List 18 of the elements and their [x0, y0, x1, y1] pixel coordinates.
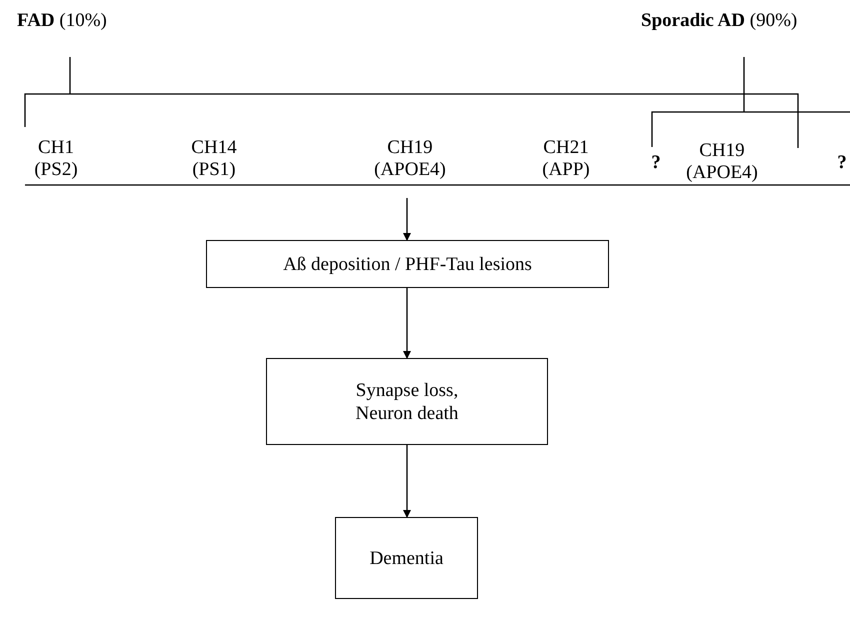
gene-label: CH1 (PS2)	[34, 137, 78, 181]
gene-label: CH14 (PS1)	[191, 137, 237, 181]
unknown-mark: ?	[651, 152, 661, 174]
arrow	[403, 445, 411, 518]
group-heading: FAD (10%)	[17, 10, 107, 32]
unknown-mark: ?	[837, 152, 847, 174]
process-box	[335, 517, 478, 599]
gene-label: CH19 (APOE4)	[686, 140, 758, 184]
box-text: Dementia	[370, 546, 444, 570]
process-box	[266, 358, 548, 445]
process-box	[206, 240, 609, 288]
group-heading: Sporadic AD (90%)	[641, 10, 798, 32]
gene-label: CH19 (APOE4)	[374, 137, 446, 181]
arrow	[403, 198, 411, 241]
box-text: Aß deposition / PHF-Tau lesions	[283, 252, 532, 276]
gene-label: CH21 (APP)	[542, 137, 590, 181]
box-text: Synapse loss, Neuron death	[354, 378, 460, 424]
arrow	[403, 288, 411, 359]
